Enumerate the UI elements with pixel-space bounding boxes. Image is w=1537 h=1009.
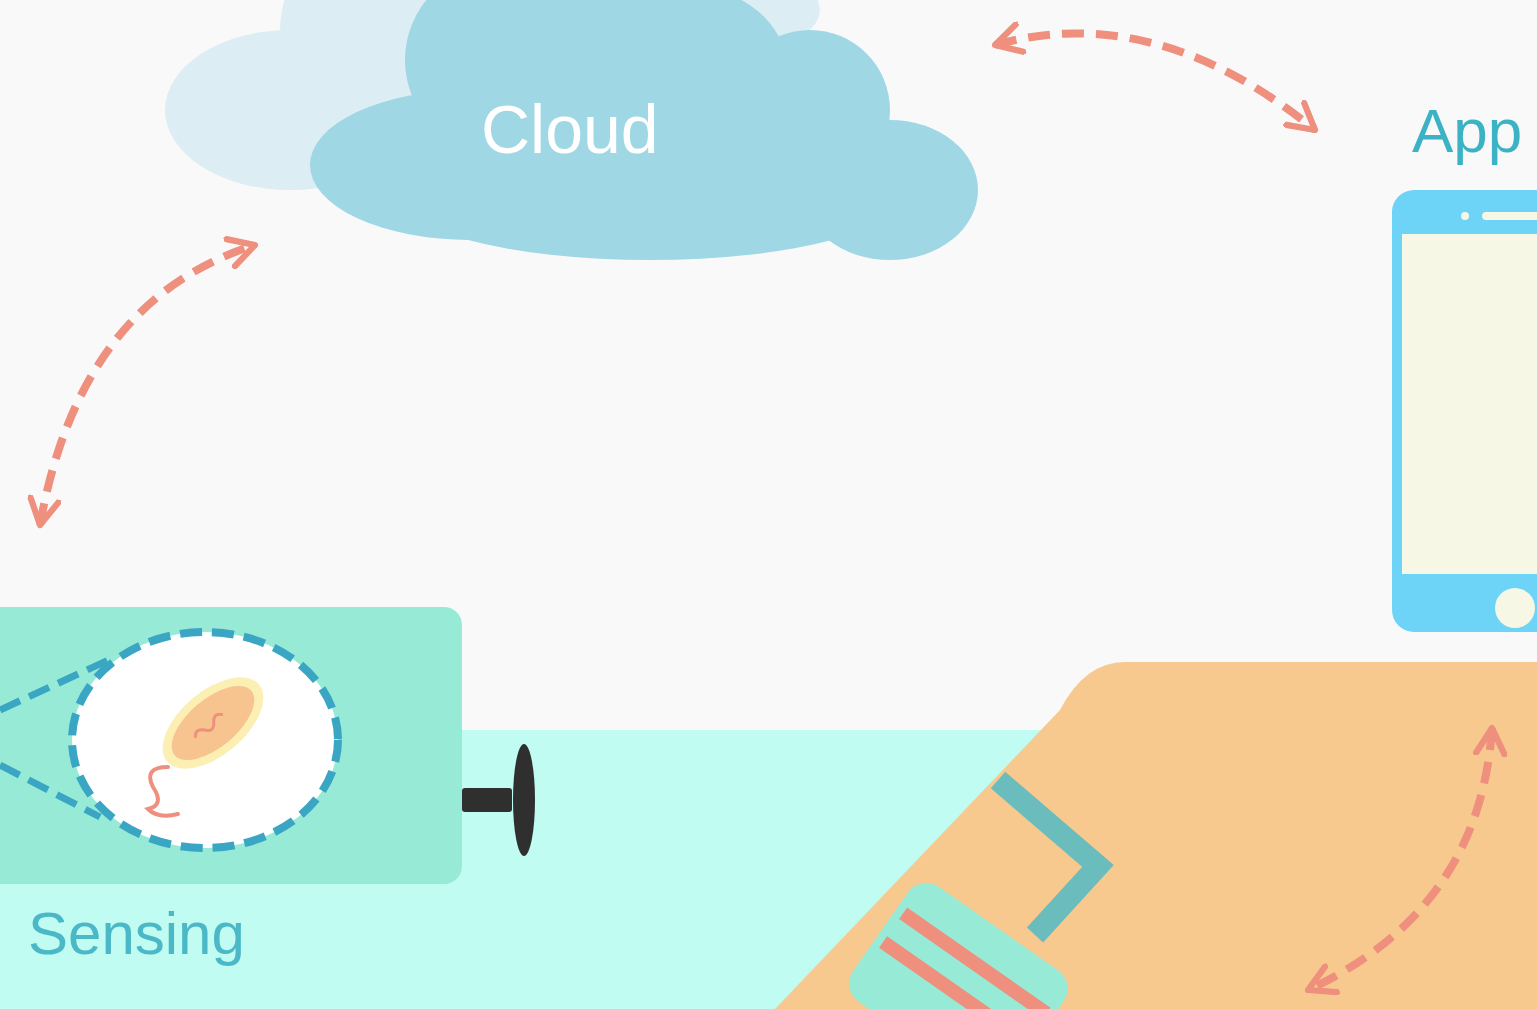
node-label: Sensing — [28, 899, 245, 968]
node-shape — [1392, 95, 1537, 635]
connector-pipe — [998, 780, 1098, 935]
app-node: App — [1392, 95, 1537, 635]
node-label: Cloud — [481, 90, 659, 168]
dashed-connector — [995, 33, 1315, 130]
link-arrow — [1308, 728, 1492, 990]
dashed-connector — [40, 245, 255, 525]
node-label: App — [1412, 95, 1522, 166]
sensing-node: Sensing — [0, 607, 462, 972]
cloud-node: Cloud — [165, 0, 975, 260]
propeller — [462, 744, 535, 856]
device-module — [840, 874, 1076, 1009]
